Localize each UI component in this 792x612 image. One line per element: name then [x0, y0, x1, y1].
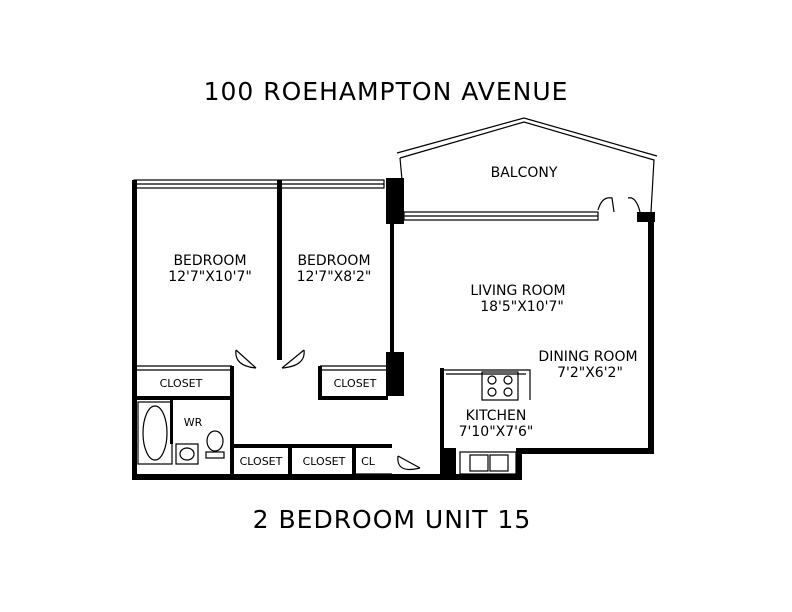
closet1-label: CLOSET [160, 377, 203, 390]
plan-title: 100 ROEHAMPTON AVENUE [204, 77, 569, 106]
washroom-label: WR [184, 416, 203, 429]
kitchen-size: 7'10"X7'6" [459, 424, 534, 440]
sink-icon [175, 443, 199, 465]
balcony-label: BALCONY [491, 165, 558, 181]
bedroom1-label: BEDROOM [173, 253, 246, 269]
closet2-label: CLOSET [334, 377, 377, 390]
bedroom2-size: 12'7"X8'2" [297, 269, 372, 285]
kitchen-sink-icon [459, 451, 517, 475]
kitchen-label: KITCHEN [466, 408, 527, 424]
living-room-size: 18'5"X10'7" [480, 299, 564, 315]
cl-label: CL [361, 455, 376, 468]
closet3-label: CLOSET [240, 455, 283, 468]
fixtures [137, 371, 519, 475]
bathtub-icon [137, 401, 173, 465]
bedroom1-size: 12'7"X10'7" [168, 269, 252, 285]
balcony-outline [396, 117, 658, 213]
closet4-label: CLOSET [303, 455, 346, 468]
toilet-icon [206, 430, 224, 452]
dining-room-size: 7'2"X6'2" [557, 365, 623, 381]
dining-room-label: DINING ROOM [538, 349, 637, 365]
stove-icon [481, 371, 519, 401]
doors [235, 197, 641, 475]
walls [132, 178, 655, 480]
living-room-label: LIVING ROOM [470, 283, 565, 299]
bedroom2-label: BEDROOM [297, 253, 370, 269]
plan-subtitle: 2 BEDROOM UNIT 15 [253, 505, 532, 534]
